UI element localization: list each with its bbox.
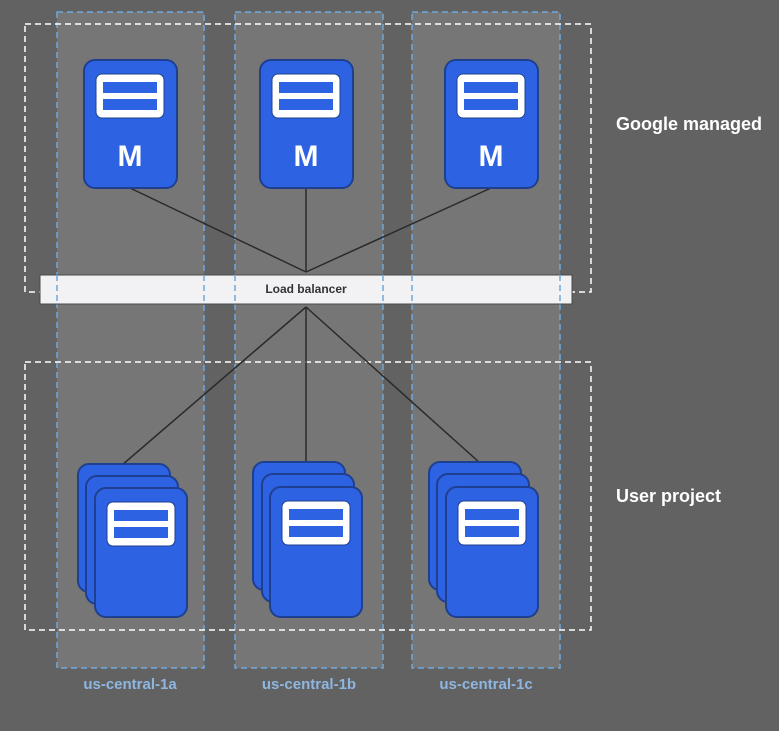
master-node-label-1a: M [117,140,143,173]
google-managed-label: Google managed [616,114,763,134]
zone-label-1a: us-central-1a [83,676,177,693]
zone-label-1b: us-central-1b [261,676,357,693]
master-node-1a [83,59,178,189]
worker-node-stack-1b [252,461,363,618]
connector-master-1a [129,187,307,273]
connector-worker-1a [121,306,307,466]
master-node-1b [259,59,354,189]
load-balancer-bar [39,274,573,305]
user-project-region [24,361,592,631]
load-balancer-label: Load balancer [265,282,347,296]
master-node-label-1b: M [293,140,319,173]
zone-label-1c: us-central-1c [439,676,533,693]
connector-lines [121,187,492,466]
user-project-label: User project [616,486,722,506]
master-node-label-1c: M [478,140,504,173]
connector-worker-1c [305,306,481,464]
google-managed-region [24,23,592,293]
worker-node-stack-1c [428,461,539,618]
worker-node-stack-1a [77,463,188,618]
master-node-1c [444,59,539,189]
connector-master-1c [305,187,492,273]
load-balancer-zone-overlays [56,275,561,304]
